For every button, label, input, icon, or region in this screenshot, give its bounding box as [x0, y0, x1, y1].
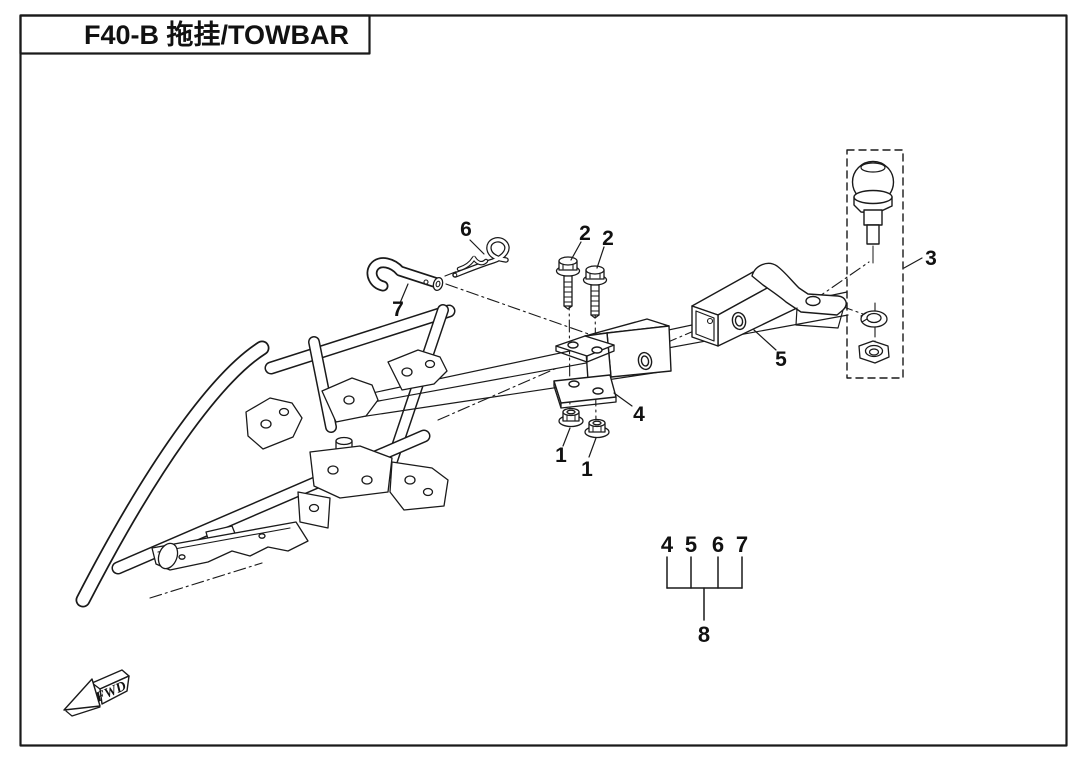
kit-tree: 4 5 6 7 8 — [661, 532, 748, 647]
hitch-ball-kit-part3 — [846, 149, 904, 379]
callout-part4: 4 — [633, 403, 645, 426]
callout-part1: 1 — [581, 458, 593, 481]
vehicle-frame — [75, 291, 849, 608]
callout-part3: 3 — [925, 247, 937, 270]
flange-nuts-part1 — [558, 407, 610, 439]
hitch-pin-part7 — [366, 257, 444, 292]
title-block: F40-B 拖挂/TOWBAR — [19, 14, 371, 55]
callout-part5: 5 — [775, 348, 787, 371]
callout-part6: 6 — [460, 218, 472, 241]
callout-part7: 7 — [392, 298, 404, 321]
kit-number-8: 8 — [698, 622, 710, 647]
lock-washer — [860, 310, 888, 328]
fwd-arrow: FWD — [63, 669, 130, 717]
flange-nut — [584, 418, 610, 439]
kit-dashed-box — [846, 149, 904, 379]
kit-member-6: 6 — [712, 532, 724, 557]
r-clip-part6 — [452, 237, 510, 278]
page-border — [19, 14, 1068, 747]
callout-part2: 2 — [602, 227, 614, 250]
ball-mount-part5 — [691, 262, 847, 347]
flange-bolt — [582, 265, 608, 319]
kit-member-7: 7 — [736, 532, 748, 557]
flange-nut — [558, 407, 584, 428]
flange-bolt — [555, 256, 581, 310]
callout-part2: 2 — [579, 222, 591, 245]
hitch-ball — [851, 160, 895, 264]
hex-nut — [858, 340, 890, 364]
frame-brackets — [151, 349, 449, 571]
flange-bolts-part2 — [555, 256, 608, 319]
callout-part1: 1 — [555, 444, 567, 467]
kit-member-4: 4 — [661, 532, 674, 557]
leader-lines — [399, 239, 923, 458]
kit-member-5: 5 — [685, 532, 697, 557]
receiver-bracket-part4 — [553, 318, 672, 409]
page-title: F40-B 拖挂/TOWBAR — [84, 20, 349, 50]
